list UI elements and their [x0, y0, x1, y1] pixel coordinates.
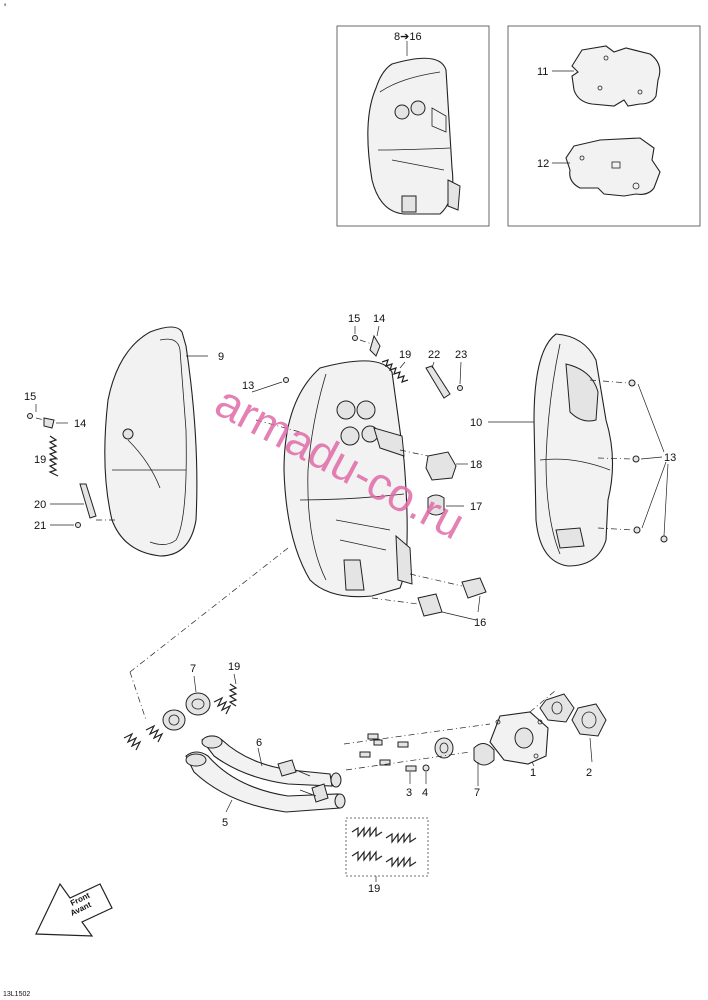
heat-shield-11 [571, 45, 661, 107]
gasket-7-d [473, 743, 495, 766]
grommet-13-a [628, 379, 636, 387]
callout-14-left: 14 [74, 418, 86, 430]
rod-20-left [79, 483, 97, 519]
corner-mark: ' [4, 2, 6, 14]
callout-16: 16 [474, 617, 486, 629]
spring-19-c [213, 696, 232, 715]
callout-15-left: 15 [24, 391, 36, 403]
callout-19-top: 19 [399, 349, 411, 361]
callout-13-right: 13 [664, 452, 676, 464]
callout-19-left: 19 [34, 454, 46, 466]
callout-20: 20 [34, 499, 46, 511]
bracket-14-left [43, 417, 55, 429]
callout-21: 21 [34, 520, 46, 532]
callout-7-left: 7 [190, 663, 196, 675]
muffler-assembly-inset [367, 57, 461, 215]
centerline-muffler-to-exhaust [129, 547, 289, 673]
muffler-center [283, 360, 413, 598]
callout-18: 18 [470, 459, 482, 471]
nut-23 [457, 385, 463, 391]
callout-8-16: 8➔16 [394, 31, 422, 43]
spring-19-a [123, 732, 142, 751]
spring-kit-box [345, 817, 429, 877]
grommet-13-d [660, 535, 668, 543]
rubber-mount-16b [461, 577, 487, 599]
spring-kit-19 [351, 826, 417, 868]
callout-14-top: 14 [373, 313, 385, 325]
grommet-13-c [633, 526, 641, 534]
bolt-15-top [352, 335, 358, 341]
callout-3: 3 [406, 787, 412, 799]
bracket-14-top [369, 334, 381, 357]
callout-19-exhaust: 19 [228, 661, 240, 673]
callout-22: 22 [428, 349, 440, 361]
callout-5: 5 [222, 817, 228, 829]
nut-21-left [75, 522, 81, 528]
callout-17: 17 [470, 501, 482, 513]
callout-23: 23 [455, 349, 467, 361]
callout-2: 2 [586, 767, 592, 779]
grommet-13-center [283, 377, 289, 383]
callout-1: 1 [530, 767, 536, 779]
stud-17 [427, 494, 445, 516]
gasket-7-a [185, 692, 211, 716]
callout-6: 6 [256, 737, 262, 749]
rod-22 [425, 365, 451, 399]
spring-19-d [228, 683, 238, 707]
callout-12: 12 [537, 158, 549, 170]
callout-4: 4 [422, 787, 428, 799]
front-direction-arrow: Front Avant [35, 882, 113, 937]
callout-15-top: 15 [348, 313, 360, 325]
heat-shield-12 [565, 137, 661, 197]
callout-11: 11 [537, 66, 548, 78]
callout-9: 9 [218, 351, 224, 363]
nut-4 [422, 764, 430, 772]
heat-shield-9 [104, 326, 198, 557]
inset-box-muffler-assembly [336, 25, 490, 227]
callout-13-center: 13 [242, 380, 254, 392]
rubber-mount-16a [417, 593, 443, 617]
bolt-15-left [27, 413, 33, 419]
diagram-code: 13L1502 [3, 991, 30, 998]
callout-7-right: 7 [474, 787, 480, 799]
callout-10: 10 [470, 417, 482, 429]
callout-19-kit: 19 [368, 883, 380, 895]
rubber-mount-18 [425, 451, 457, 481]
gasket-2-b [571, 703, 607, 737]
spring-19-top [381, 359, 409, 383]
spring-19-left [48, 435, 59, 477]
grommet-13-b [632, 455, 640, 463]
gasket-7-c [434, 737, 454, 759]
gasket-2-a [539, 693, 575, 723]
inset-box-heat-shields [507, 25, 701, 227]
spring-19-b [145, 724, 164, 743]
gasket-7-b [162, 709, 186, 731]
bolts-3 [359, 733, 417, 772]
exhaust-pipe-5 [185, 751, 341, 813]
